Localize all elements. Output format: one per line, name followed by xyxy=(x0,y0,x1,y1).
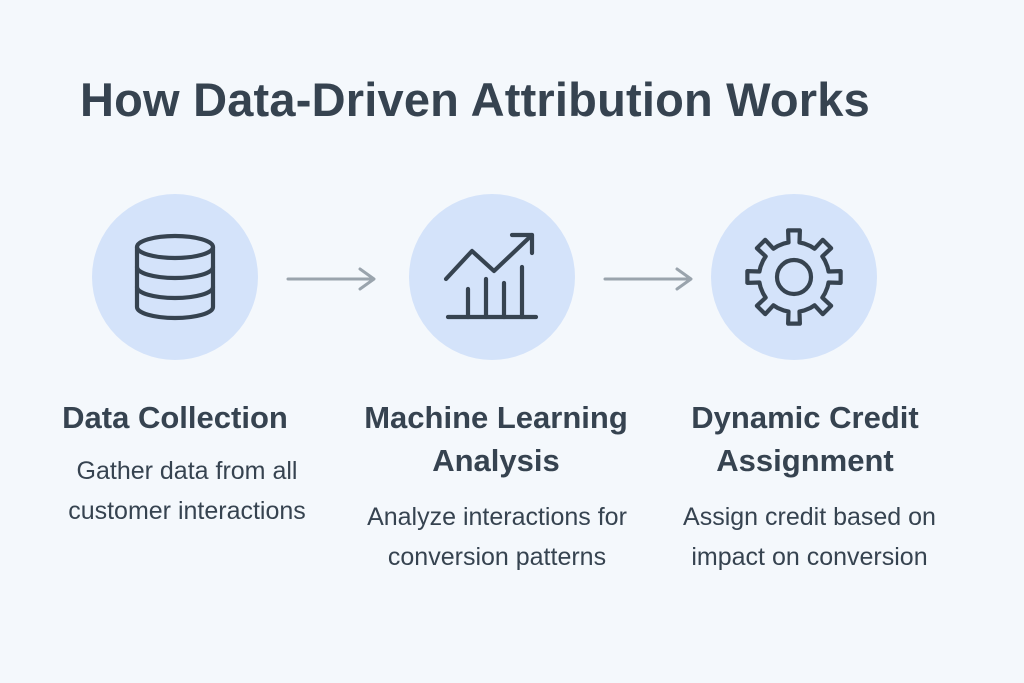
database-icon xyxy=(134,233,216,321)
step-2-description: Analyze interactions for conversion patt… xyxy=(367,503,627,571)
step-2-title: Machine Learning Analysis xyxy=(364,400,628,478)
page-title: How Data-Driven Attribution Works xyxy=(80,73,870,126)
gear-icon xyxy=(745,228,843,326)
step-3-icon-circle xyxy=(711,194,877,360)
step-1-description: Gather data from all customer interactio… xyxy=(68,457,306,525)
arrow-right-icon xyxy=(603,267,693,291)
arrow-right-icon xyxy=(286,267,376,291)
step-3-description: Assign credit based on impact on convers… xyxy=(683,503,936,571)
step-3-title: Dynamic Credit Assignment xyxy=(691,400,919,478)
trending-chart-icon xyxy=(443,232,539,320)
step-1-title: Data Collection xyxy=(62,400,288,435)
step-1-icon-circle xyxy=(92,194,258,360)
step-2-icon-circle xyxy=(409,194,575,360)
